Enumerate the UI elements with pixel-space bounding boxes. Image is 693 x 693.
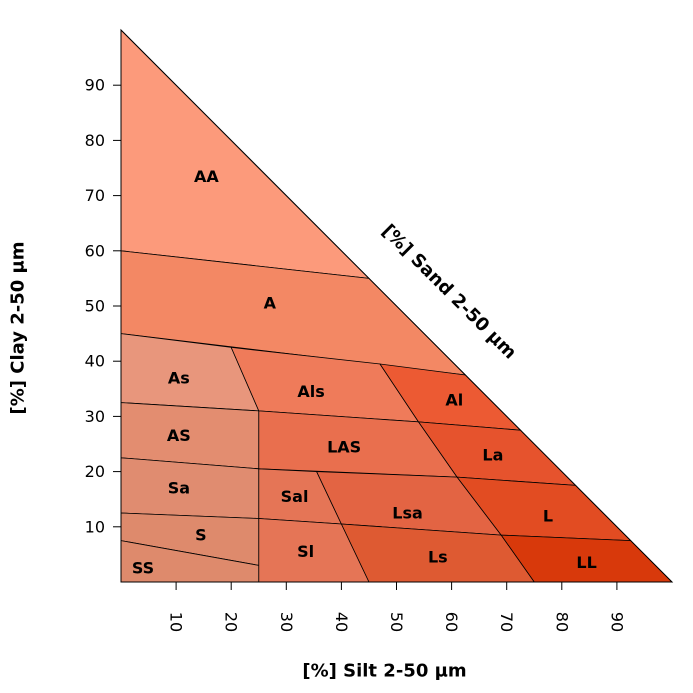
region-label-l: L xyxy=(543,506,553,525)
region-label-sa: Sa xyxy=(168,479,190,498)
x-tick-label: 60 xyxy=(442,612,461,632)
y-tick-label: 30 xyxy=(85,407,105,426)
region-label-ll: LL xyxy=(576,553,596,572)
x-axis-title: [%] Silt 2-50 µm xyxy=(302,661,466,682)
x-tick-label: 70 xyxy=(497,612,516,632)
region-label-lsa: Lsa xyxy=(392,504,423,523)
y-axis-title: [%] Clay 2-50 µm xyxy=(8,241,29,414)
region-label-ls: Ls xyxy=(428,548,448,567)
y-tick-label: 40 xyxy=(85,352,105,371)
x-tick-label: 20 xyxy=(222,612,241,632)
y-tick-label: 80 xyxy=(85,131,105,150)
y-tick-label: 60 xyxy=(85,241,105,260)
x-tick-label: 30 xyxy=(277,612,296,632)
y-tick-label: 70 xyxy=(85,186,105,205)
x-tick-label: 80 xyxy=(552,612,571,632)
y-tick-label: 20 xyxy=(85,462,105,481)
region-label-aa: AA xyxy=(194,167,219,186)
axes-layer: 10 20 30 40 50 60 70 80 90 10 20 30 40 50 60 70 80 90 xyxy=(85,28,674,632)
x-tick-label: 10 xyxy=(167,612,186,632)
y-tick-label: 50 xyxy=(85,297,105,316)
region-label-sl: Sl xyxy=(297,542,314,561)
region-label-as: As xyxy=(168,368,190,387)
x-tick-label: 50 xyxy=(387,612,406,632)
region-label-sal: Sal xyxy=(281,487,309,506)
region-label-la: La xyxy=(482,446,503,465)
region-label-a: A xyxy=(264,294,277,313)
region-label-ss: SS xyxy=(132,559,154,578)
region-label-as: AS xyxy=(167,426,191,445)
x-tick-label: 40 xyxy=(332,612,351,632)
y-tick-label: 90 xyxy=(85,76,105,95)
region-label-las: LAS xyxy=(327,437,361,456)
region-label-als: Als xyxy=(297,382,324,401)
region-label-al: Al xyxy=(445,390,463,409)
region-label-s: S xyxy=(195,526,207,545)
y-tick-label: 10 xyxy=(85,517,105,536)
x-tick-label: 90 xyxy=(607,612,626,632)
